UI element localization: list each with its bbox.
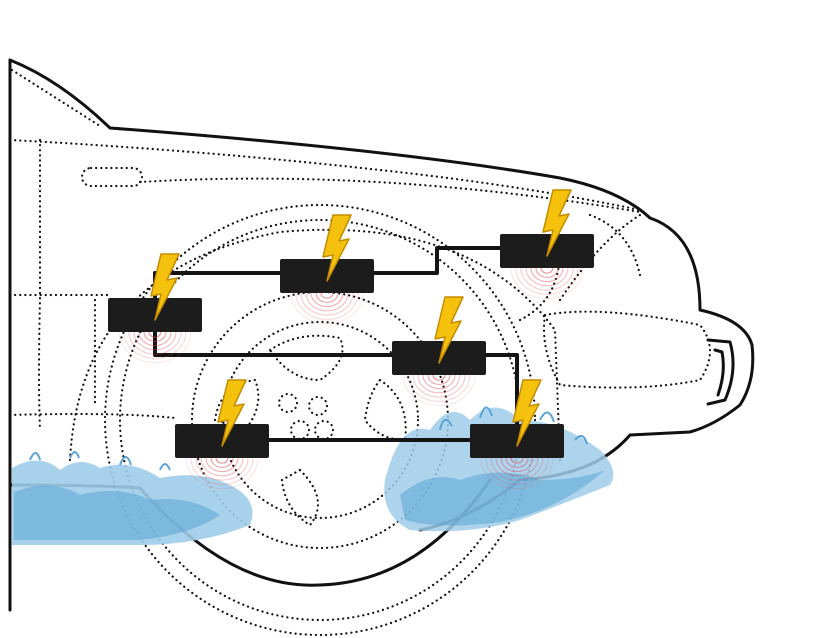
control-unit-6-lightning-bolt-icon <box>512 379 542 447</box>
control-unit-5-lightning-bolt-icon <box>217 379 247 447</box>
control-unit-4 <box>392 296 486 375</box>
control-unit-2-box <box>280 259 374 293</box>
control-unit-6 <box>470 379 564 458</box>
control-unit-3-signal-ripple-icon <box>510 267 584 300</box>
control-unit-1 <box>108 253 202 332</box>
control-unit-4-lightning-bolt-icon <box>434 296 464 364</box>
control-unit-2-lightning-bolt-icon <box>322 214 352 282</box>
control-unit-2-signal-ripple-icon <box>290 292 364 325</box>
control-unit-4-box <box>392 341 486 375</box>
control-modules <box>108 189 594 458</box>
water-splash-left <box>12 451 253 545</box>
control-unit-3-lightning-bolt-icon <box>542 189 572 257</box>
control-unit-4-signal-ripple-icon <box>402 374 476 407</box>
control-unit-5-box <box>175 424 269 458</box>
control-unit-1-box <box>108 298 202 332</box>
control-unit-1-signal-ripple-icon <box>118 331 192 364</box>
control-unit-2 <box>280 214 374 293</box>
control-unit-6-box <box>470 424 564 458</box>
control-unit-3-box <box>500 234 594 268</box>
control-unit-5 <box>175 379 269 458</box>
signal-ripples <box>118 267 584 490</box>
control-unit-3 <box>500 189 594 268</box>
control-unit-1-lightning-bolt-icon <box>150 253 180 321</box>
control-unit-6-signal-ripple-icon <box>480 457 554 490</box>
control-unit-5-signal-ripple-icon <box>185 457 259 490</box>
car-body-dotted-details <box>8 68 712 637</box>
